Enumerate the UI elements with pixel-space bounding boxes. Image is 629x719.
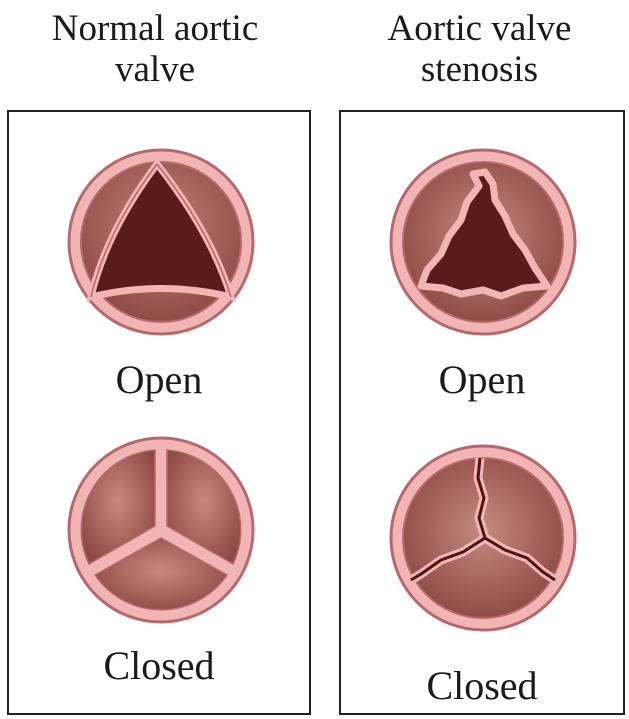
stenosis-closed-label: Closed (341, 664, 623, 708)
stenosis-closed-valve-illustration (383, 438, 583, 638)
normal-valve-heading-line2: valve (0, 49, 310, 90)
normal-open-label: Open (9, 358, 309, 402)
normal-valve-panel: Open Closed (7, 110, 311, 715)
stenosis-open-label: Open (341, 358, 623, 402)
stenosis-valve-heading-line2: stenosis (330, 49, 629, 90)
normal-open-valve-illustration (61, 142, 261, 342)
stenosis-valve-heading: Aortic valve stenosis (330, 8, 629, 90)
stenosis-open-valve-illustration (383, 142, 583, 342)
normal-valve-heading: Normal aortic valve (0, 8, 310, 90)
normal-closed-label: Closed (9, 644, 309, 688)
normal-valve-heading-line1: Normal aortic (0, 8, 310, 49)
stenosis-valve-heading-line1: Aortic valve (330, 8, 629, 49)
normal-closed-valve-illustration (61, 430, 261, 630)
stenosis-valve-panel: Open Closed (339, 110, 625, 715)
